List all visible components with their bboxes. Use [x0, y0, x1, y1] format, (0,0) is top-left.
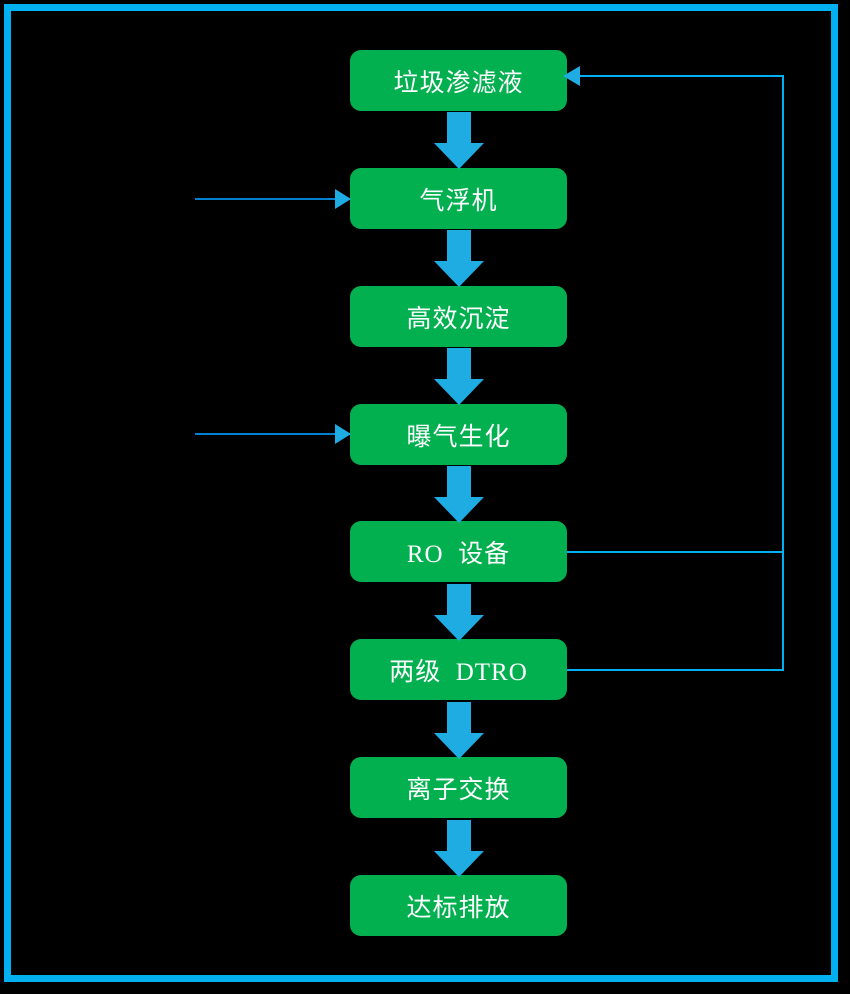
arrow-line — [195, 433, 350, 435]
return-line-vertical — [782, 75, 784, 670]
arrow-flotation-to-settling — [434, 230, 484, 287]
arrow-ion-to-discharge — [434, 820, 484, 877]
arrow-shaft — [447, 702, 471, 735]
node-flotation[interactable]: 气浮机 — [350, 168, 567, 229]
return-line-ro-horizontal — [567, 551, 784, 553]
node-discharge[interactable]: 达标排放 — [350, 875, 567, 936]
node-dtro[interactable]: 两级 DTRO — [350, 639, 567, 700]
node-settling[interactable]: 高效沉淀 — [350, 286, 567, 347]
diagram-border-frame — [4, 4, 838, 982]
arrow-head-left-icon — [563, 66, 580, 86]
node-aeration[interactable]: 曝气生化 — [350, 404, 567, 465]
arrow-shaft — [447, 820, 471, 853]
arrow-head-right-icon — [335, 189, 351, 209]
arrow-shaft — [447, 584, 471, 617]
arrow-head-down-icon — [434, 615, 484, 641]
arrow-ro-to-dtro — [434, 584, 484, 641]
node-ro[interactable]: RO 设备 — [350, 521, 567, 582]
arrow-head-right-icon — [335, 424, 351, 444]
arrow-head-down-icon — [434, 497, 484, 523]
arrow-leachate-to-flotation — [434, 112, 484, 169]
arrow-shaft — [447, 112, 471, 145]
input-arrow-aeration — [195, 424, 351, 444]
arrow-shaft — [447, 466, 471, 499]
arrow-shaft — [447, 348, 471, 381]
arrow-head-down-icon — [434, 733, 484, 759]
node-leachate[interactable]: 垃圾渗滤液 — [350, 50, 567, 111]
arrow-head-down-icon — [434, 379, 484, 405]
arrow-aeration-to-ro — [434, 466, 484, 523]
arrow-shaft — [447, 230, 471, 263]
arrow-head-down-icon — [434, 143, 484, 169]
arrow-head-down-icon — [434, 851, 484, 877]
arrow-dtro-to-ion — [434, 702, 484, 759]
arrow-head-down-icon — [434, 261, 484, 287]
input-arrow-flotation — [195, 189, 351, 209]
node-ion[interactable]: 离子交换 — [350, 757, 567, 818]
return-line-top-horizontal — [578, 75, 784, 77]
arrow-line — [195, 198, 350, 200]
arrow-settling-to-aeration — [434, 348, 484, 405]
return-line-dtro-horizontal — [567, 669, 784, 671]
